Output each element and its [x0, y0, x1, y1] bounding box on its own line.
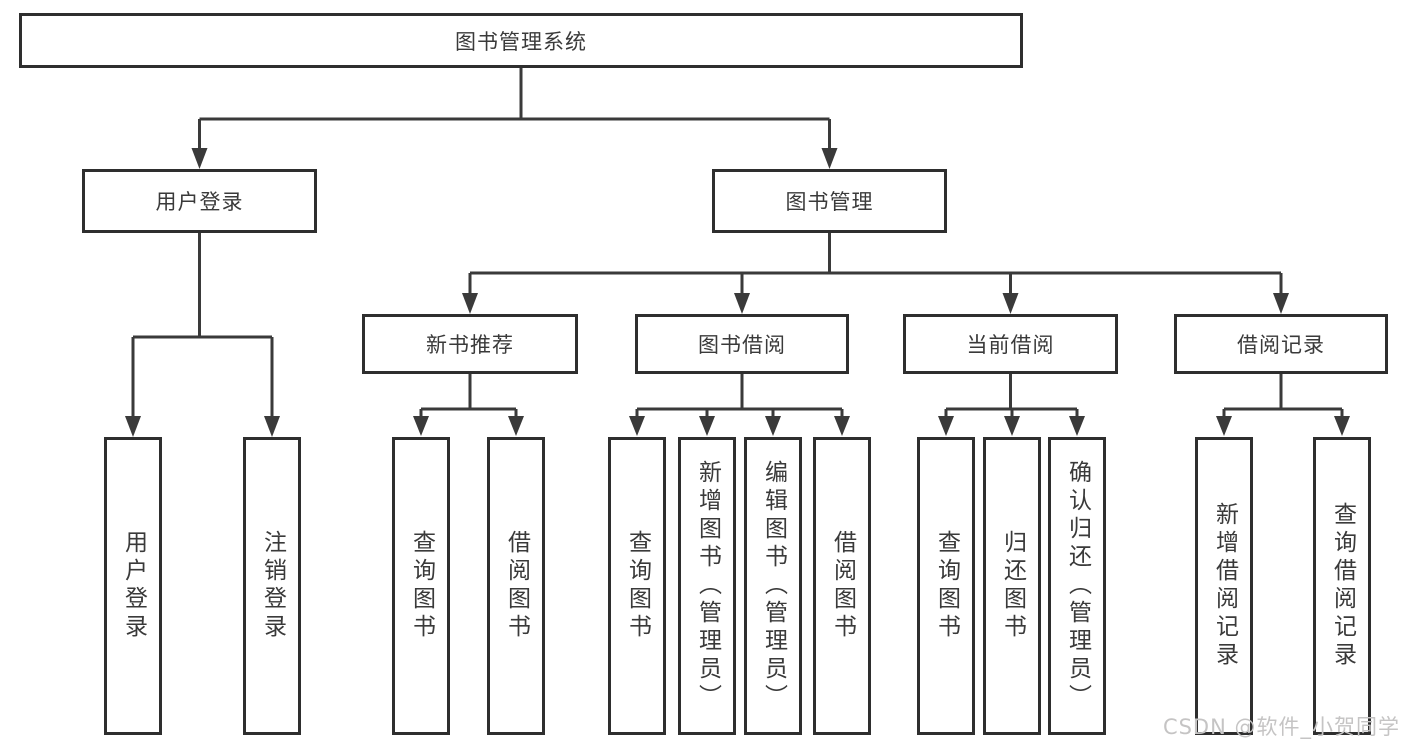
node-label: 图书借阅 [698, 333, 786, 357]
node-leaf-current-query-books: 查询图书 [917, 437, 975, 735]
node-leaf-return-books: 归还图书 [983, 437, 1041, 735]
node-label: 确认归还（管理员） [1064, 460, 1091, 712]
node-label: 新增图书（管理员） [694, 460, 721, 712]
connector-borrow-records-children [1216, 374, 1350, 436]
node-new-book-recommend: 新书推荐 [362, 314, 578, 374]
node-current-borrow: 当前借阅 [903, 314, 1118, 374]
node-leaf-add-borrow-record: 新增借阅记录 [1195, 437, 1253, 735]
node-label: 注销登录 [259, 530, 286, 642]
node-leaf-add-books-admin: 新增图书（管理员） [678, 437, 736, 735]
node-label: 图书管理 [785, 190, 874, 214]
node-leaf-logout: 注销登录 [243, 437, 301, 735]
node-label: 新增借阅记录 [1211, 502, 1238, 670]
node-leaf-borrow-borrow-books: 借阅图书 [813, 437, 871, 735]
connector-user-login-children [125, 233, 280, 437]
node-book-borrow: 图书借阅 [635, 314, 849, 374]
node-leaf-query-borrow-record: 查询借阅记录 [1313, 437, 1371, 735]
node-label: 图书管理系统 [455, 29, 587, 54]
node-user-login: 用户登录 [82, 169, 317, 233]
node-label: 借阅图书 [503, 530, 530, 642]
connector-book-borrow-children [629, 374, 850, 436]
node-book-management: 图书管理 [712, 169, 947, 233]
node-leaf-recommend-borrow-books: 借阅图书 [487, 437, 545, 735]
node-label: 借阅记录 [1237, 333, 1325, 357]
node-label: 借阅图书 [829, 530, 856, 642]
node-leaf-confirm-return-admin: 确认归还（管理员） [1048, 437, 1106, 735]
node-label: 查询借阅记录 [1329, 502, 1356, 670]
connector-new-book-children [413, 374, 524, 436]
node-label: 当前借阅 [966, 333, 1055, 357]
node-label: 查询图书 [408, 530, 435, 642]
connector-book-management-to-level3 [462, 233, 1289, 314]
connector-root-to-level2 [191, 68, 838, 169]
node-label: 用户登录 [120, 530, 147, 642]
node-root-system: 图书管理系统 [19, 13, 1023, 68]
node-leaf-borrow-query-books: 查询图书 [608, 437, 666, 735]
connector-current-borrow-children [938, 374, 1085, 436]
node-borrow-records: 借阅记录 [1174, 314, 1388, 374]
node-leaf-user-login: 用户登录 [104, 437, 162, 735]
node-label: 查询图书 [933, 530, 960, 642]
node-leaf-edit-books-admin: 编辑图书（管理员） [744, 437, 802, 735]
node-label: 用户登录 [155, 190, 244, 214]
node-leaf-recommend-query-books: 查询图书 [392, 437, 450, 735]
node-label: 归还图书 [999, 530, 1026, 642]
node-label: 编辑图书（管理员） [760, 460, 787, 712]
node-label: 查询图书 [624, 530, 651, 642]
node-label: 新书推荐 [426, 333, 514, 357]
